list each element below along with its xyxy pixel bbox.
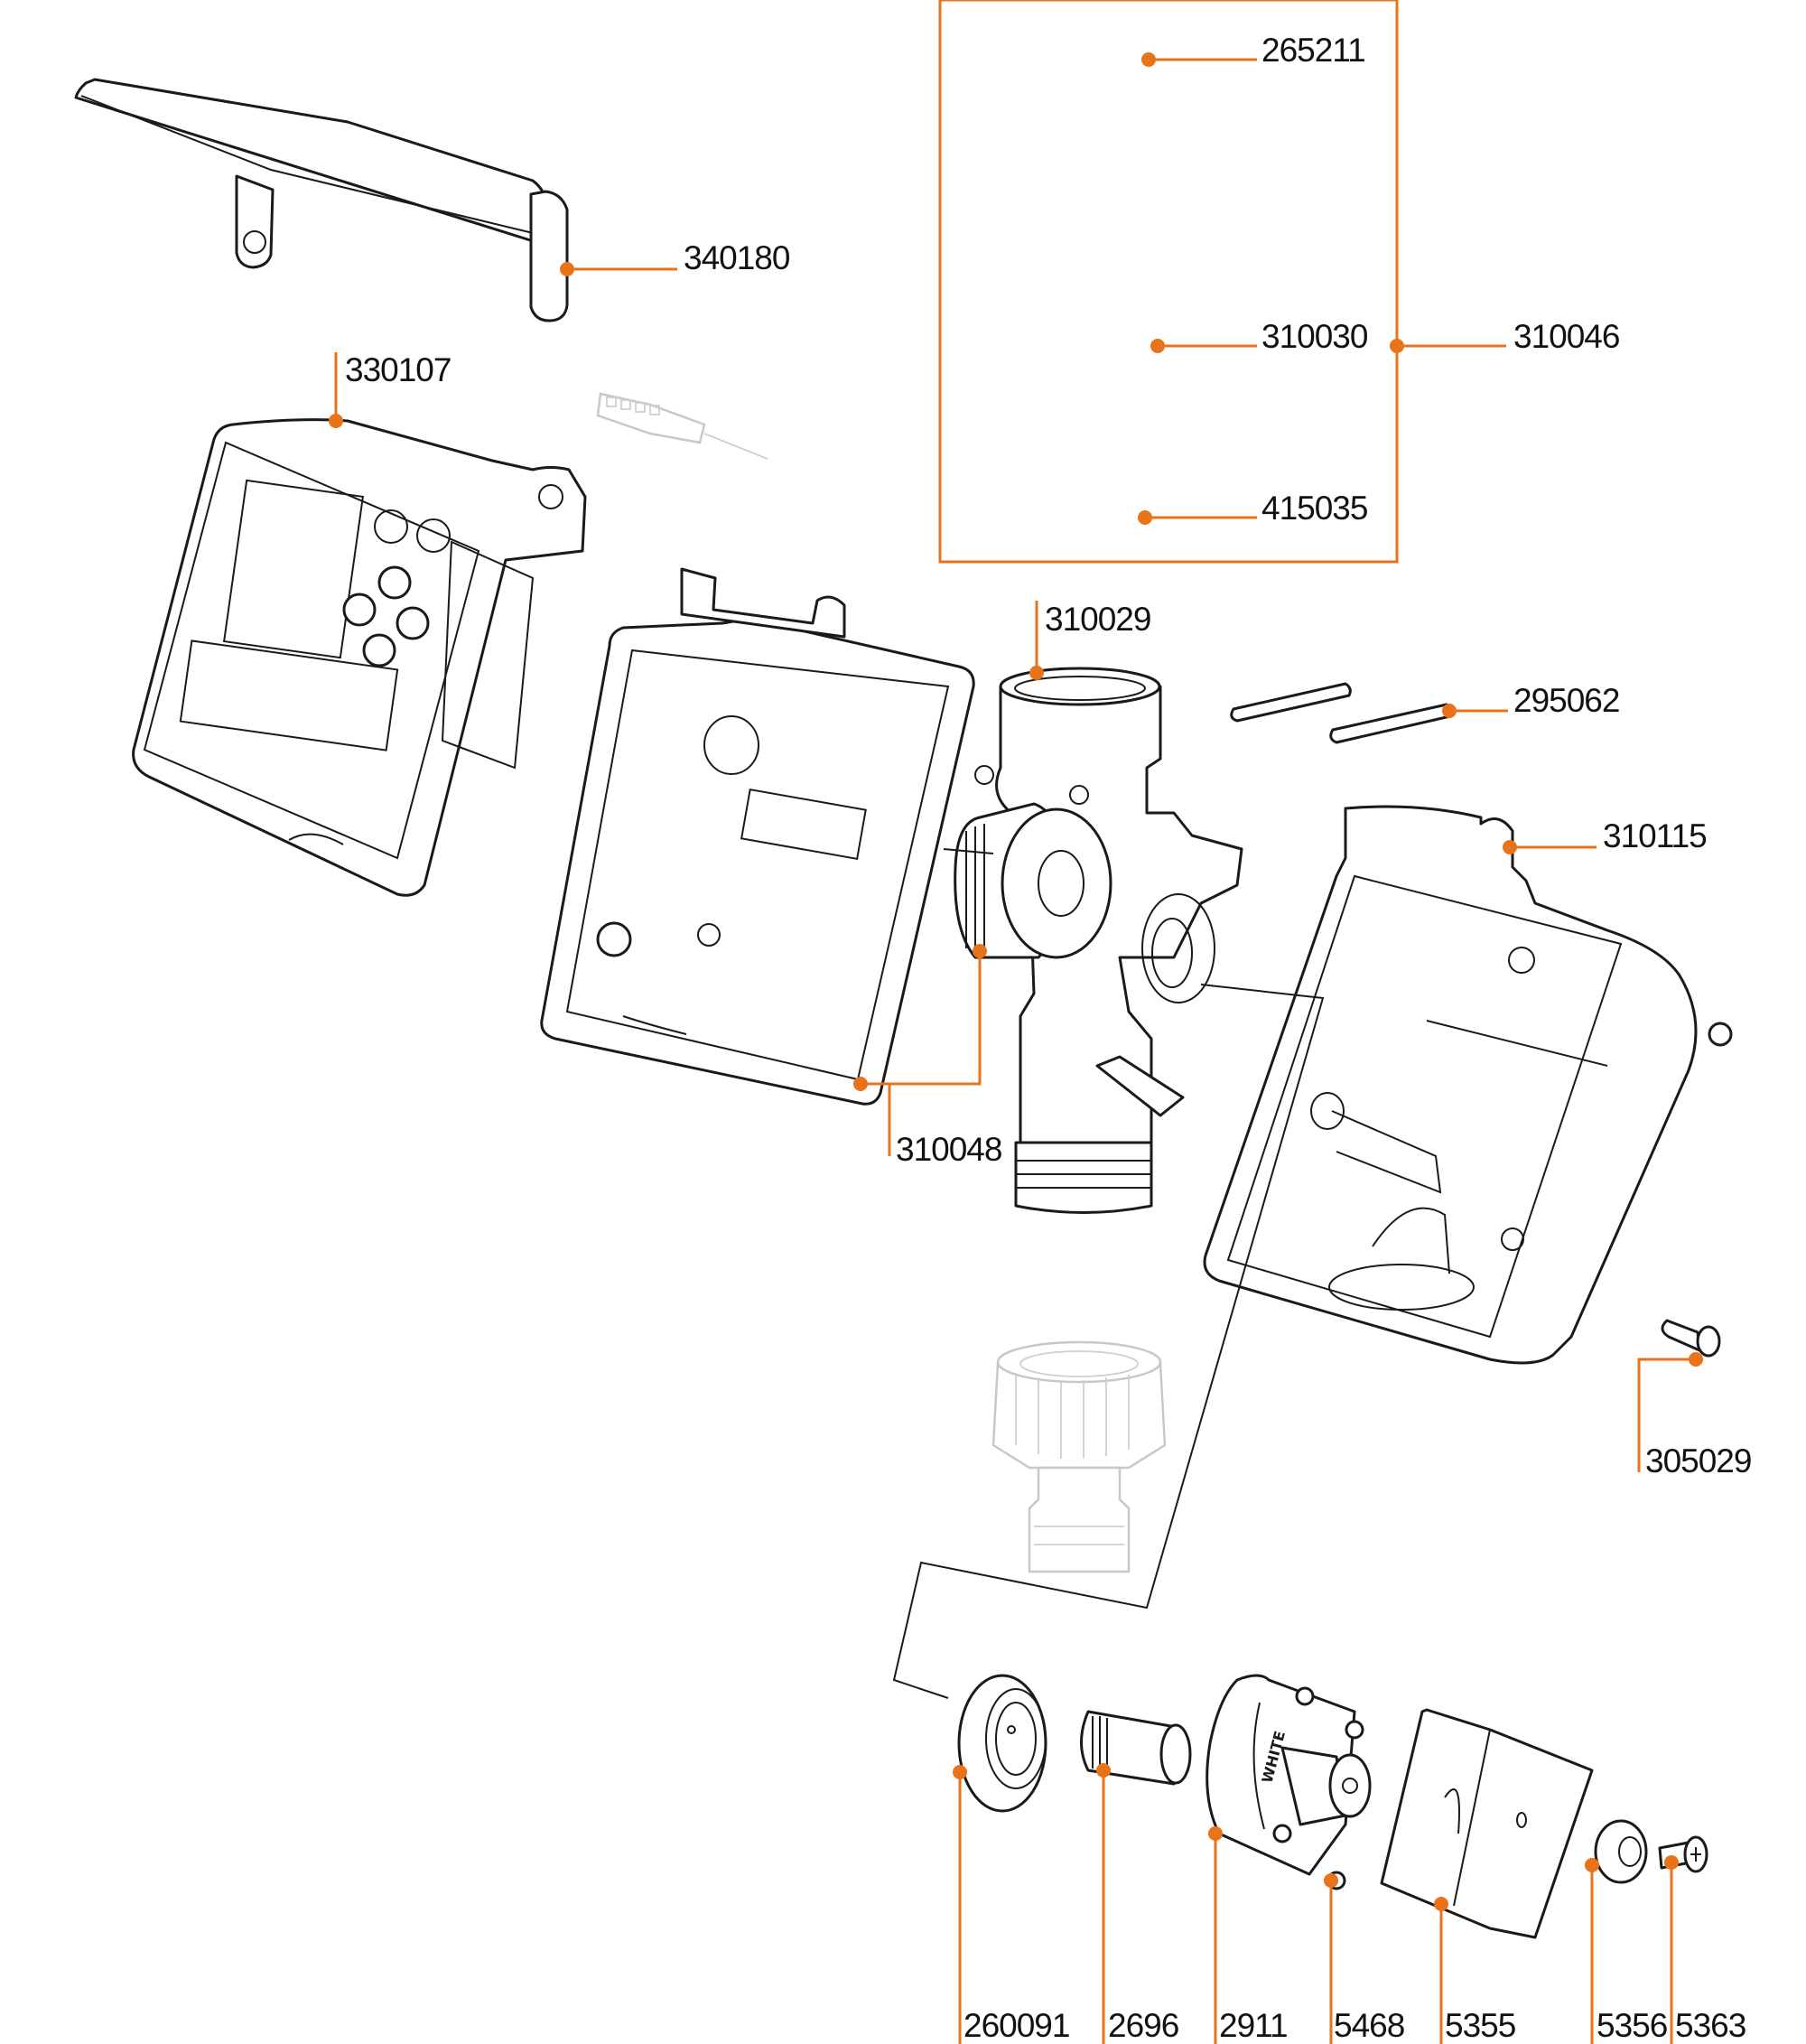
- knob-pin-part: [1661, 1319, 1721, 1358]
- callout-dot-260091: [953, 1765, 967, 1779]
- housing-frame-part: [540, 567, 975, 1106]
- ghost-connector-plug: [596, 392, 768, 460]
- washer-part: [1594, 1819, 1648, 1884]
- connector-set-group-box: [938, 0, 1399, 564]
- membrane-part: [957, 1674, 1047, 1813]
- label-5356: 5356: [1597, 2007, 1667, 2044]
- label-260091: 260091: [964, 2007, 1069, 2044]
- label-5355: 5355: [1445, 2007, 1516, 2044]
- label-265211: 265211: [1261, 32, 1365, 69]
- label-2911: 2911: [1219, 2007, 1288, 2044]
- label-415035: 415035: [1261, 490, 1368, 527]
- label-340180: 340180: [684, 239, 790, 276]
- label-2696: 2696: [1108, 2007, 1178, 2044]
- label-310046: 310046: [1513, 318, 1619, 355]
- callout-dot-265211: [1141, 52, 1156, 67]
- callout-dot-5468: [1324, 1873, 1338, 1888]
- pins-part: [1230, 682, 1453, 744]
- callout-dot-310046: [1390, 339, 1404, 353]
- callout-dot-310048-b: [973, 944, 987, 958]
- callout-dot-415035: [1138, 510, 1152, 525]
- label-310030: 310030: [1261, 318, 1368, 355]
- ghost-tap-connector: [991, 1340, 1167, 1573]
- label-310115: 310115: [1603, 817, 1707, 854]
- leader-line-310048: [861, 951, 982, 1086]
- callout-dot-2911: [1208, 1826, 1223, 1841]
- callout-dot-5355: [1434, 1897, 1448, 1911]
- rear-housing-part: [1203, 805, 1733, 1365]
- callout-leaders: [329, 52, 1703, 2044]
- callout-dot-340180: [560, 262, 574, 276]
- label-5363: 5363: [1675, 2007, 1745, 2044]
- callout-dot-310048: [853, 1077, 868, 1091]
- callout-dot-295062: [1442, 704, 1457, 718]
- label-330107: 330107: [345, 351, 451, 388]
- callout-dot-2696: [1096, 1763, 1111, 1778]
- bracket-part: [1380, 1708, 1594, 1939]
- label-295062: 295062: [1513, 682, 1619, 719]
- control-unit-part: [132, 418, 587, 897]
- callout-dot-5356: [1585, 1858, 1599, 1872]
- label-310029: 310029: [1045, 601, 1150, 638]
- callout-dot-330107: [329, 414, 343, 428]
- label-305029: 305029: [1645, 1442, 1751, 1479]
- leader-line-305029: [1637, 1358, 1696, 1472]
- callout-dot-305029: [1689, 1352, 1703, 1367]
- label-5468: 5468: [1334, 2007, 1404, 2044]
- callout-dot-310115: [1503, 840, 1517, 854]
- callout-dot-5363: [1664, 1855, 1679, 1870]
- solenoid-valve-cap-part: WHITE: [1206, 1674, 1372, 1890]
- label-310048: 310048: [896, 1131, 1001, 1168]
- valve-body-part: [943, 667, 1243, 1214]
- cover-lid-part: [74, 78, 569, 322]
- callout-dot-310030: [1150, 339, 1165, 353]
- callout-dot-310029: [1029, 666, 1044, 680]
- assembly-guide-line: [892, 984, 1325, 1699]
